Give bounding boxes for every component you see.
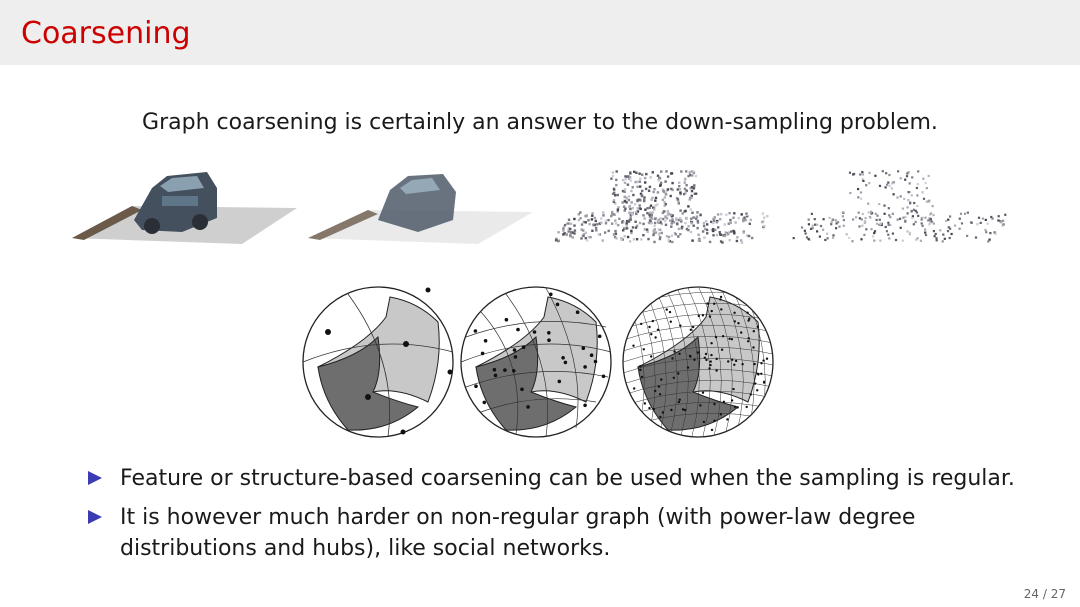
page-number: 24 / 27 [1023,587,1066,601]
sphere-coarse [302,286,454,438]
page-current: 24 [1023,587,1040,601]
bullet-item: Feature or structure-based coarsening ca… [88,463,1048,494]
bullet-text: Feature or structure-based coarsening ca… [120,466,1015,491]
point-cloud-car-medium [308,174,533,244]
point-cloud-car-sparse [554,170,769,244]
triangle-bullet-icon [88,471,102,485]
bullet-item: It is however much harder on non-regular… [88,502,1048,564]
bullet-list: Feature or structure-based coarsening ca… [88,463,1048,572]
sphere-medium [460,286,612,438]
point-cloud-car-dense [72,172,297,244]
slide-header: Coarsening [0,0,1080,65]
lead-sentence: Graph coarsening is certainly an answer … [142,110,938,135]
sphere-fine [622,286,774,438]
page-total: 27 [1050,587,1066,601]
slide-title: Coarsening [21,16,191,51]
bullet-text: It is however much harder on non-regular… [120,505,916,561]
triangle-bullet-icon [88,510,102,524]
sphere-coarsening-figures [302,286,774,438]
point-cloud-car-sparsest [792,170,1007,243]
